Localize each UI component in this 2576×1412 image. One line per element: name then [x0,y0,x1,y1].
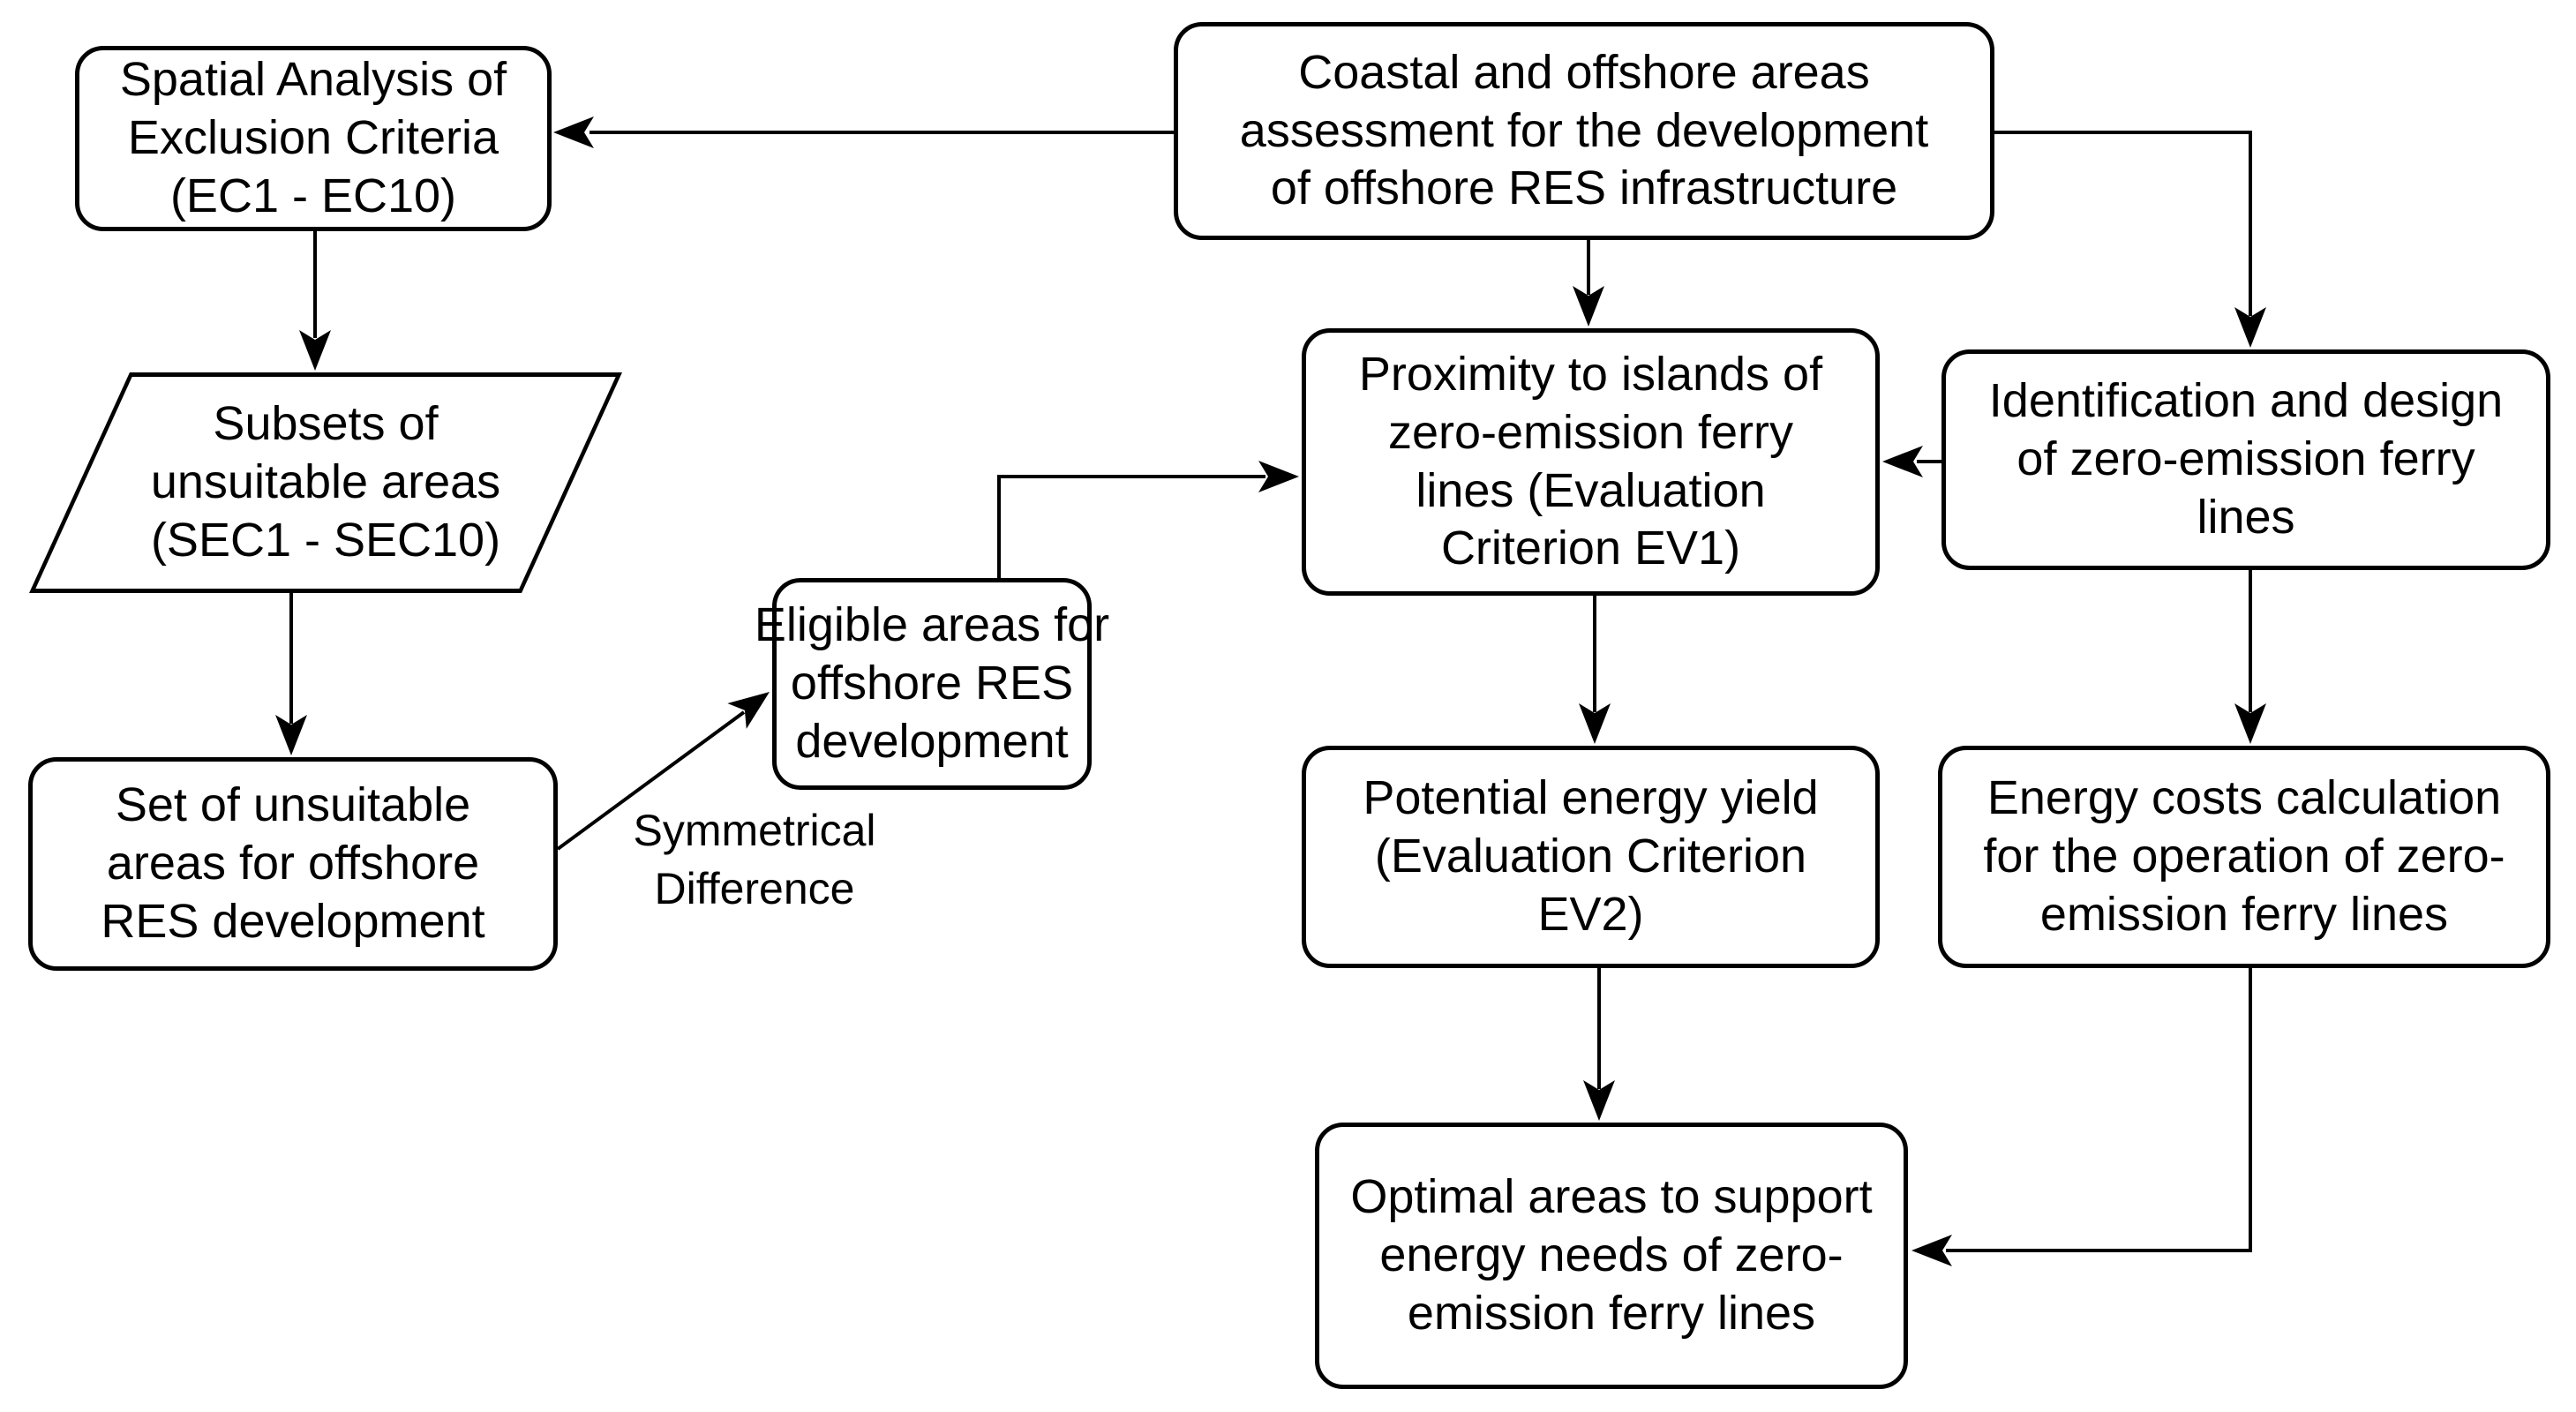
arrow-coastal-to-proximity [1573,240,1604,327]
arrow-potential-to-optimal [1583,968,1615,1121]
node-coastal-offshore-assessment: Coastal and offshore areas assessment fo… [1174,22,1994,240]
arrow-spatial-to-subsets [299,231,331,371]
arrow-energy-to-optimal [1911,968,2252,1266]
node-optimal-areas: Optimal areas to support energy needs of… [1315,1123,1908,1389]
node-proximity-to-islands-ev1: Proximity to islands of zero-emission fe… [1302,328,1880,596]
arrow-subsets-to-unsuitable-set [275,593,307,755]
node-identification-ferry-lines: Identification and design of zero-emissi… [1941,349,2550,570]
arrow-identification-to-proximity [1882,446,1941,477]
node-potential-energy-yield-ev2: Potential energy yield (Evaluation Crite… [1302,746,1880,968]
node-set-of-unsuitable-areas: Set of unsuitable areas for offshore RES… [28,757,558,971]
arrow-eligible-to-proximity [997,461,1299,580]
node-subsets-unsuitable-areas: Subsets of unsuitable areas (SEC1 - SEC1… [150,397,501,567]
arrow-identification-to-energy [2234,570,2266,744]
edge-label-symmetrical-difference: Symmetrical Difference [633,806,876,913]
arrow-proximity-to-potential [1579,596,1611,744]
node-eligible-areas: Eligible areas for offshore RES developm… [755,578,1109,790]
arrow-coastal-to-identification [1994,131,2266,348]
node-energy-costs-calculation: Energy costs calculation for the operati… [1938,746,2550,968]
arrow-unsuitable-set-to-eligible [556,692,770,851]
node-spatial-analysis: Spatial Analysis of Exclusion Criteria (… [75,46,552,231]
arrow-coastal-to-spatial [553,116,1174,148]
